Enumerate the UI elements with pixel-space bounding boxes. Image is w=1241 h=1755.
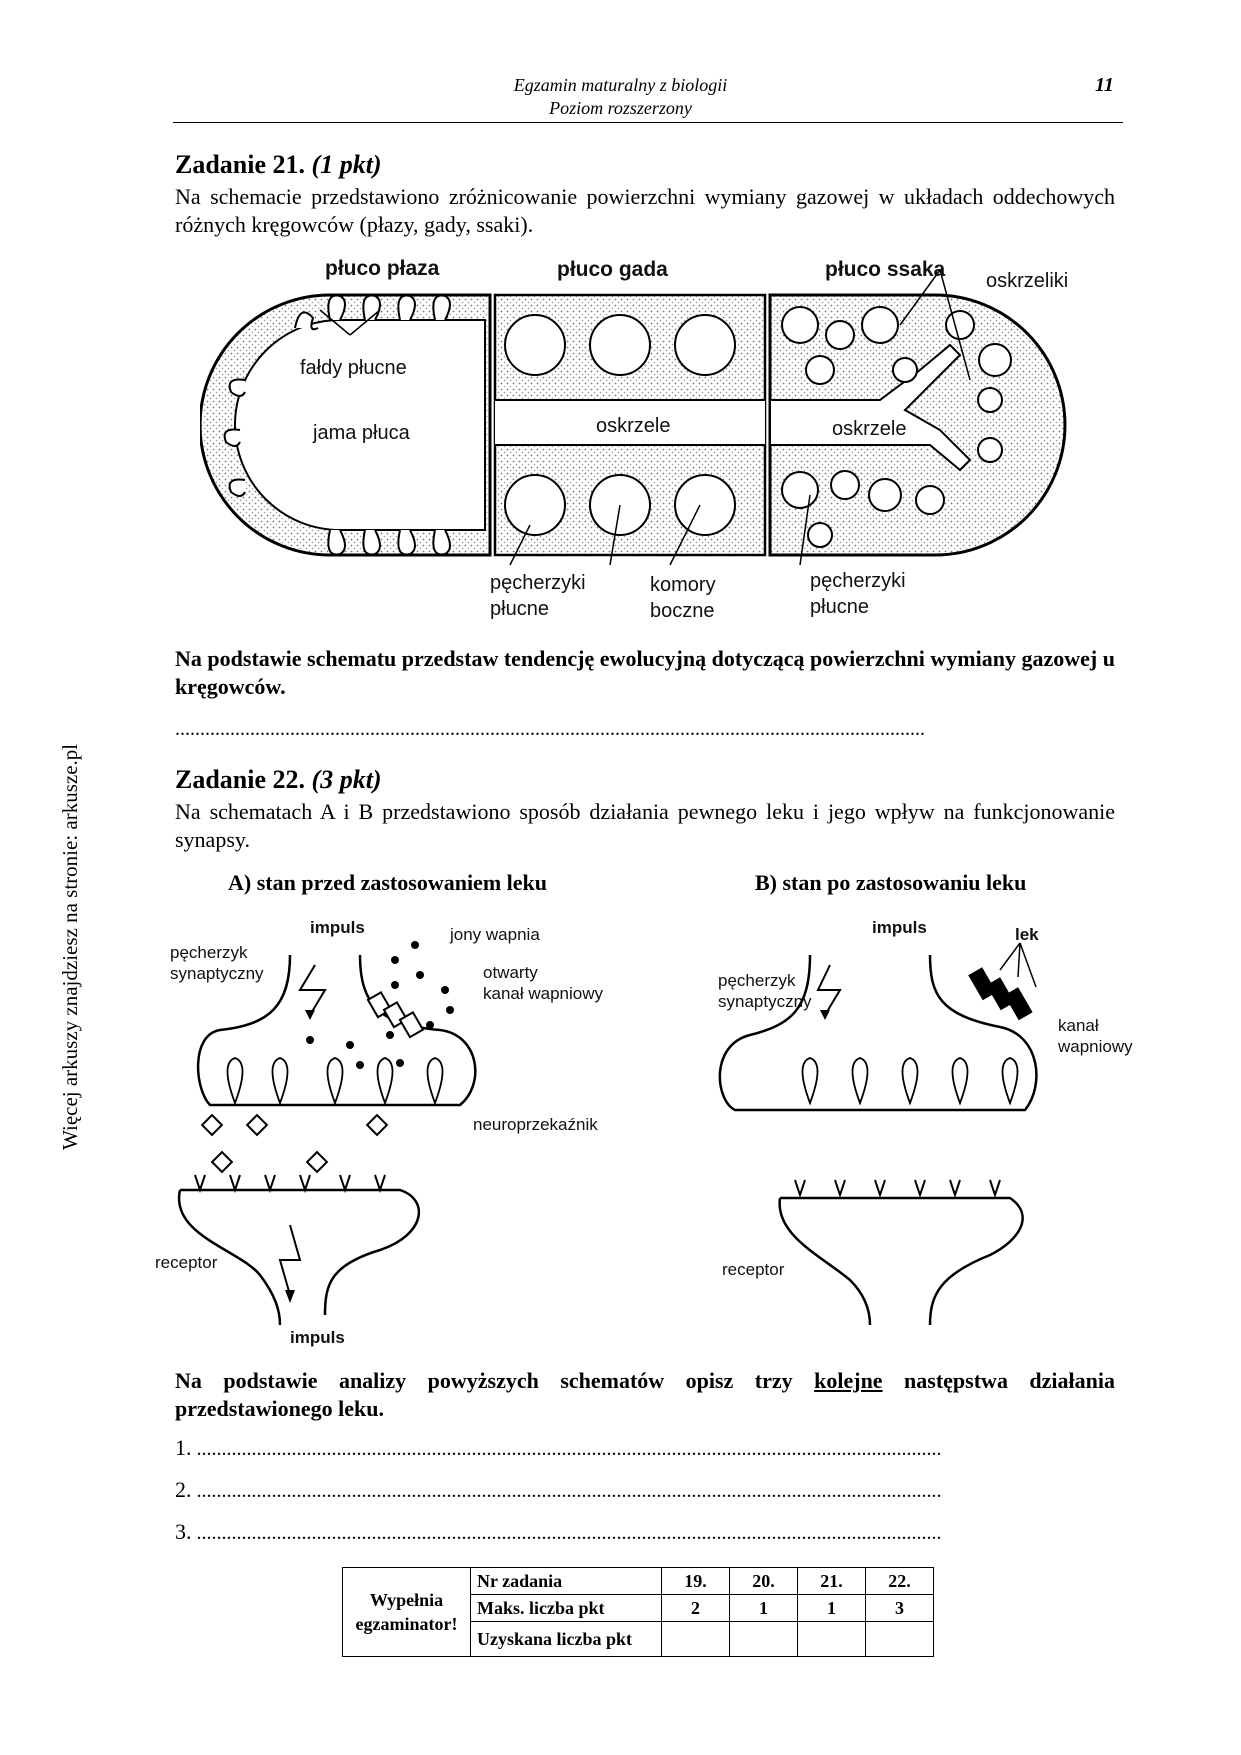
task22-question: Na podstawie analizy powyższych schemató… — [175, 1367, 1115, 1423]
synapse-a-svg — [177, 941, 477, 1326]
label-a-otwarty-l1: otwarty — [483, 963, 538, 982]
label-faldy-plucne: fałdy płucne — [300, 357, 407, 379]
task22-points: (3 pkt) — [311, 765, 382, 794]
answer-1-line[interactable]: ........................................… — [196, 1438, 942, 1460]
label-pecherzyki-gad-l2: płucne — [490, 598, 549, 620]
label-komory-l1: komory — [650, 574, 716, 596]
caption-a: A) stan przed zastosowaniem leku — [228, 870, 547, 895]
label-pecherzyki-gad-l1: pęcherzyki — [490, 572, 586, 594]
task22-intro: Na schematach A i B przedstawiono sposób… — [175, 799, 1115, 852]
task21-title-text: Zadanie 21. — [175, 150, 306, 179]
header-line-2: Poziom rozszerzony — [549, 98, 692, 118]
score-table: Wypełnia egzaminator! Nr zadania 19. 20.… — [342, 1567, 934, 1657]
label-pluco-plaza: płuco płaza — [325, 257, 440, 280]
label-a-jony-wapnia: jony wapnia — [450, 925, 540, 944]
task-no-19: 19. — [661, 1567, 730, 1595]
label-b-pecherzyk-l2: synaptyczny — [718, 992, 812, 1011]
label-a-impuls-bottom: impuls — [290, 1328, 345, 1347]
label-oskrzeliki: oskrzeliki — [986, 270, 1069, 292]
label-a-impuls-top: impuls — [310, 918, 365, 937]
max-22: 3 — [865, 1594, 934, 1622]
answer-row-2[interactable]: 2. .....................................… — [175, 1477, 1115, 1503]
task21-question: Na podstawie schematu przedstaw tendencj… — [175, 646, 1115, 699]
label-b-lek: lek — [1015, 925, 1039, 944]
task22-question-part1: Na podstawie analizy powyższych schemató… — [175, 1368, 815, 1393]
label-pecherzyki-gad: pęcherzyki płucne — [490, 570, 586, 622]
score-input-19[interactable] — [661, 1621, 730, 1657]
task22-question-part2: następstwa działania przedstawionego lek… — [175, 1368, 1115, 1421]
label-pecherzyki-ssak-l1: pęcherzyki — [810, 570, 906, 592]
label-b-impuls: impuls — [872, 918, 927, 937]
label-b-kanal-l1: kanał — [1058, 1016, 1099, 1035]
task21-intro: Na schemacie przedstawiono zróżnicowanie… — [175, 184, 1115, 237]
label-jama-pluca: jama płuca — [313, 422, 410, 444]
task21-points: (1 pkt) — [311, 150, 382, 179]
task21-title: Zadanie 21. (1 pkt) — [175, 150, 382, 180]
synapse-a-diagram — [150, 915, 650, 1335]
label-pecherzyki-ssak: pęcherzyki płucne — [810, 568, 906, 620]
task-no-21: 21. — [797, 1567, 866, 1595]
score-input-21[interactable] — [797, 1621, 866, 1657]
label-b-kanal-l2: wapniowy — [1058, 1037, 1133, 1056]
answer-row-3[interactable]: 3. .....................................… — [175, 1519, 1115, 1545]
header-line-1: Egzamin maturalny z biologii — [513, 75, 728, 95]
label-pluco-ssaka: płuco ssaka — [825, 258, 946, 281]
label-a-otwarty-l2: kanał wapniowy — [483, 984, 604, 1003]
score-input-22[interactable] — [865, 1621, 934, 1657]
label-a-otwarty-kanal: otwarty kanał wapniowy — [483, 962, 603, 1004]
caption-b: B) stan po zastosowaniu leku — [755, 870, 1027, 895]
page-number: 11 — [1095, 74, 1114, 96]
fill-label-l1: Wypełnia — [369, 1590, 444, 1610]
max-19: 2 — [661, 1594, 730, 1622]
answer-2-line[interactable]: ........................................… — [196, 1480, 942, 1502]
label-b-pecherzyk-l1: pęcherzyk — [718, 971, 796, 990]
row-nr-zadania-label: Nr zadania — [470, 1567, 662, 1595]
answer-2-num: 2. — [175, 1477, 192, 1502]
label-komory-l2: boczne — [650, 600, 715, 622]
task22-question-underlined: kolejne — [814, 1368, 883, 1393]
fill-label-l2: egzaminator! — [355, 1614, 458, 1634]
label-b-receptor: receptor — [722, 1260, 785, 1279]
label-a-pecherzyk: pęcherzyk synaptyczny — [170, 942, 264, 984]
label-b-kanal-wapniowy: kanał wapniowy — [1058, 1015, 1133, 1057]
task21-answer-line[interactable]: ........................................… — [175, 718, 925, 740]
label-komory-boczne: komory boczne — [650, 572, 716, 624]
label-a-neuroprzekaznik: neuroprzekaźnik — [473, 1115, 598, 1134]
lung-diagram — [198, 250, 1100, 630]
label-oskrzele-gad: oskrzele — [596, 415, 671, 437]
side-note: Więcej arkuszy znajdziesz na stronie: ar… — [58, 743, 82, 1150]
answer-3-num: 3. — [175, 1519, 192, 1544]
max-20: 1 — [729, 1594, 798, 1622]
label-pluco-gada: płuco gada — [557, 258, 668, 281]
score-input-20[interactable] — [729, 1621, 798, 1657]
label-a-pecherzyk-l1: pęcherzyk — [170, 943, 248, 962]
score-table-wrapper: Wypełnia egzaminator! Nr zadania 19. 20.… — [342, 1567, 934, 1657]
label-pecherzyki-ssak-l2: płucne — [810, 596, 869, 618]
task22-title-text: Zadanie 22. — [175, 765, 306, 794]
synapse-b-svg — [718, 942, 1038, 1326]
label-b-pecherzyk: pęcherzyk synaptyczny — [718, 970, 812, 1012]
label-oskrzele-ssak: oskrzele — [832, 418, 907, 440]
label-a-pecherzyk-l2: synaptyczny — [170, 964, 264, 983]
answer-row-1[interactable]: 1. .....................................… — [175, 1435, 1115, 1461]
task-no-20: 20. — [729, 1567, 798, 1595]
task-no-22: 22. — [865, 1567, 934, 1595]
row-maks-label: Maks. liczba pkt — [470, 1594, 662, 1622]
lung-diagram-svg — [198, 269, 1067, 566]
max-21: 1 — [797, 1594, 866, 1622]
row-uzyskana-label: Uzyskana liczba pkt — [470, 1621, 662, 1657]
task22-title: Zadanie 22. (3 pkt) — [175, 765, 382, 795]
answer-1-num: 1. — [175, 1435, 192, 1460]
fill-label: Wypełnia egzaminator! — [342, 1567, 471, 1657]
answer-3-line[interactable]: ........................................… — [196, 1522, 942, 1544]
header-rule — [173, 122, 1123, 123]
synapse-b-diagram — [700, 915, 1120, 1335]
label-a-receptor: receptor — [155, 1253, 218, 1272]
